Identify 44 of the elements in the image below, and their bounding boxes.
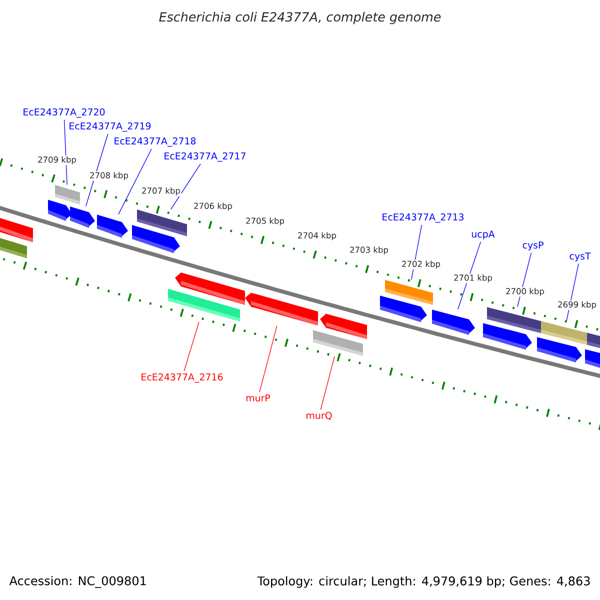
- leader-line: [259, 326, 278, 393]
- gene-feature: [97, 214, 128, 238]
- gene-label: EcE24377A_2713: [382, 213, 464, 223]
- gene-label: EcE24377A_2720: [24, 108, 105, 118]
- tick-label: 2700 kbp: [504, 287, 546, 297]
- gene-feature: [55, 184, 80, 204]
- gene-feature: [320, 314, 367, 339]
- gene-label: murQ: [306, 412, 332, 420]
- gene-feature: [585, 349, 600, 371]
- gene-feature: [0, 216, 33, 242]
- gene-label: EcE24377A_2717: [164, 152, 246, 162]
- tick-label: 2703 kbp: [348, 246, 390, 256]
- gene-feature: [432, 310, 475, 335]
- tick-label: 2705 kbp: [244, 216, 286, 226]
- tick-label: 2702 kbp: [400, 260, 442, 270]
- tick-label: 2708 kbp: [88, 171, 130, 181]
- gene-label: cysP: [522, 242, 544, 250]
- leader-line: [320, 356, 335, 410]
- gene-label: ucpA: [472, 230, 495, 240]
- tick-label: 2709 kbp: [36, 156, 78, 166]
- gene-label: murP: [246, 394, 270, 402]
- leader-line: [458, 241, 482, 310]
- gene-feature: [487, 307, 541, 334]
- tick-label: 2704 kbp: [296, 231, 338, 241]
- leader-line: [170, 164, 201, 210]
- tick-label: 2699 kbp: [556, 300, 598, 310]
- gene-feature: [137, 210, 187, 236]
- gene-label: cysT: [570, 252, 591, 262]
- gene-label: EcE24377A_2716: [142, 373, 223, 383]
- footer-text: Topology: circular; Length: 4,979,619 bp; Genes: 4,863: [257, 576, 590, 588]
- gene-label: EcE24377A_2719: [70, 122, 151, 132]
- gene-feature: [245, 292, 318, 326]
- gene-label: EcE24377A_2718: [114, 137, 196, 147]
- gene-feature: [175, 272, 245, 305]
- title: Escherichia coli E24377A, complete genome: [159, 12, 441, 24]
- leader-line: [118, 148, 152, 215]
- footer-text: Accession: NC_009801: [9, 576, 146, 588]
- tick-label: 2701 kbp: [452, 274, 494, 284]
- gene-feature: [385, 280, 433, 305]
- gene-feature: [70, 206, 95, 228]
- gene-feature: [541, 321, 587, 345]
- leader-line: [184, 322, 200, 372]
- tick-label: 2707 kbp: [140, 186, 182, 196]
- tick-label: 2706 kbp: [192, 202, 234, 212]
